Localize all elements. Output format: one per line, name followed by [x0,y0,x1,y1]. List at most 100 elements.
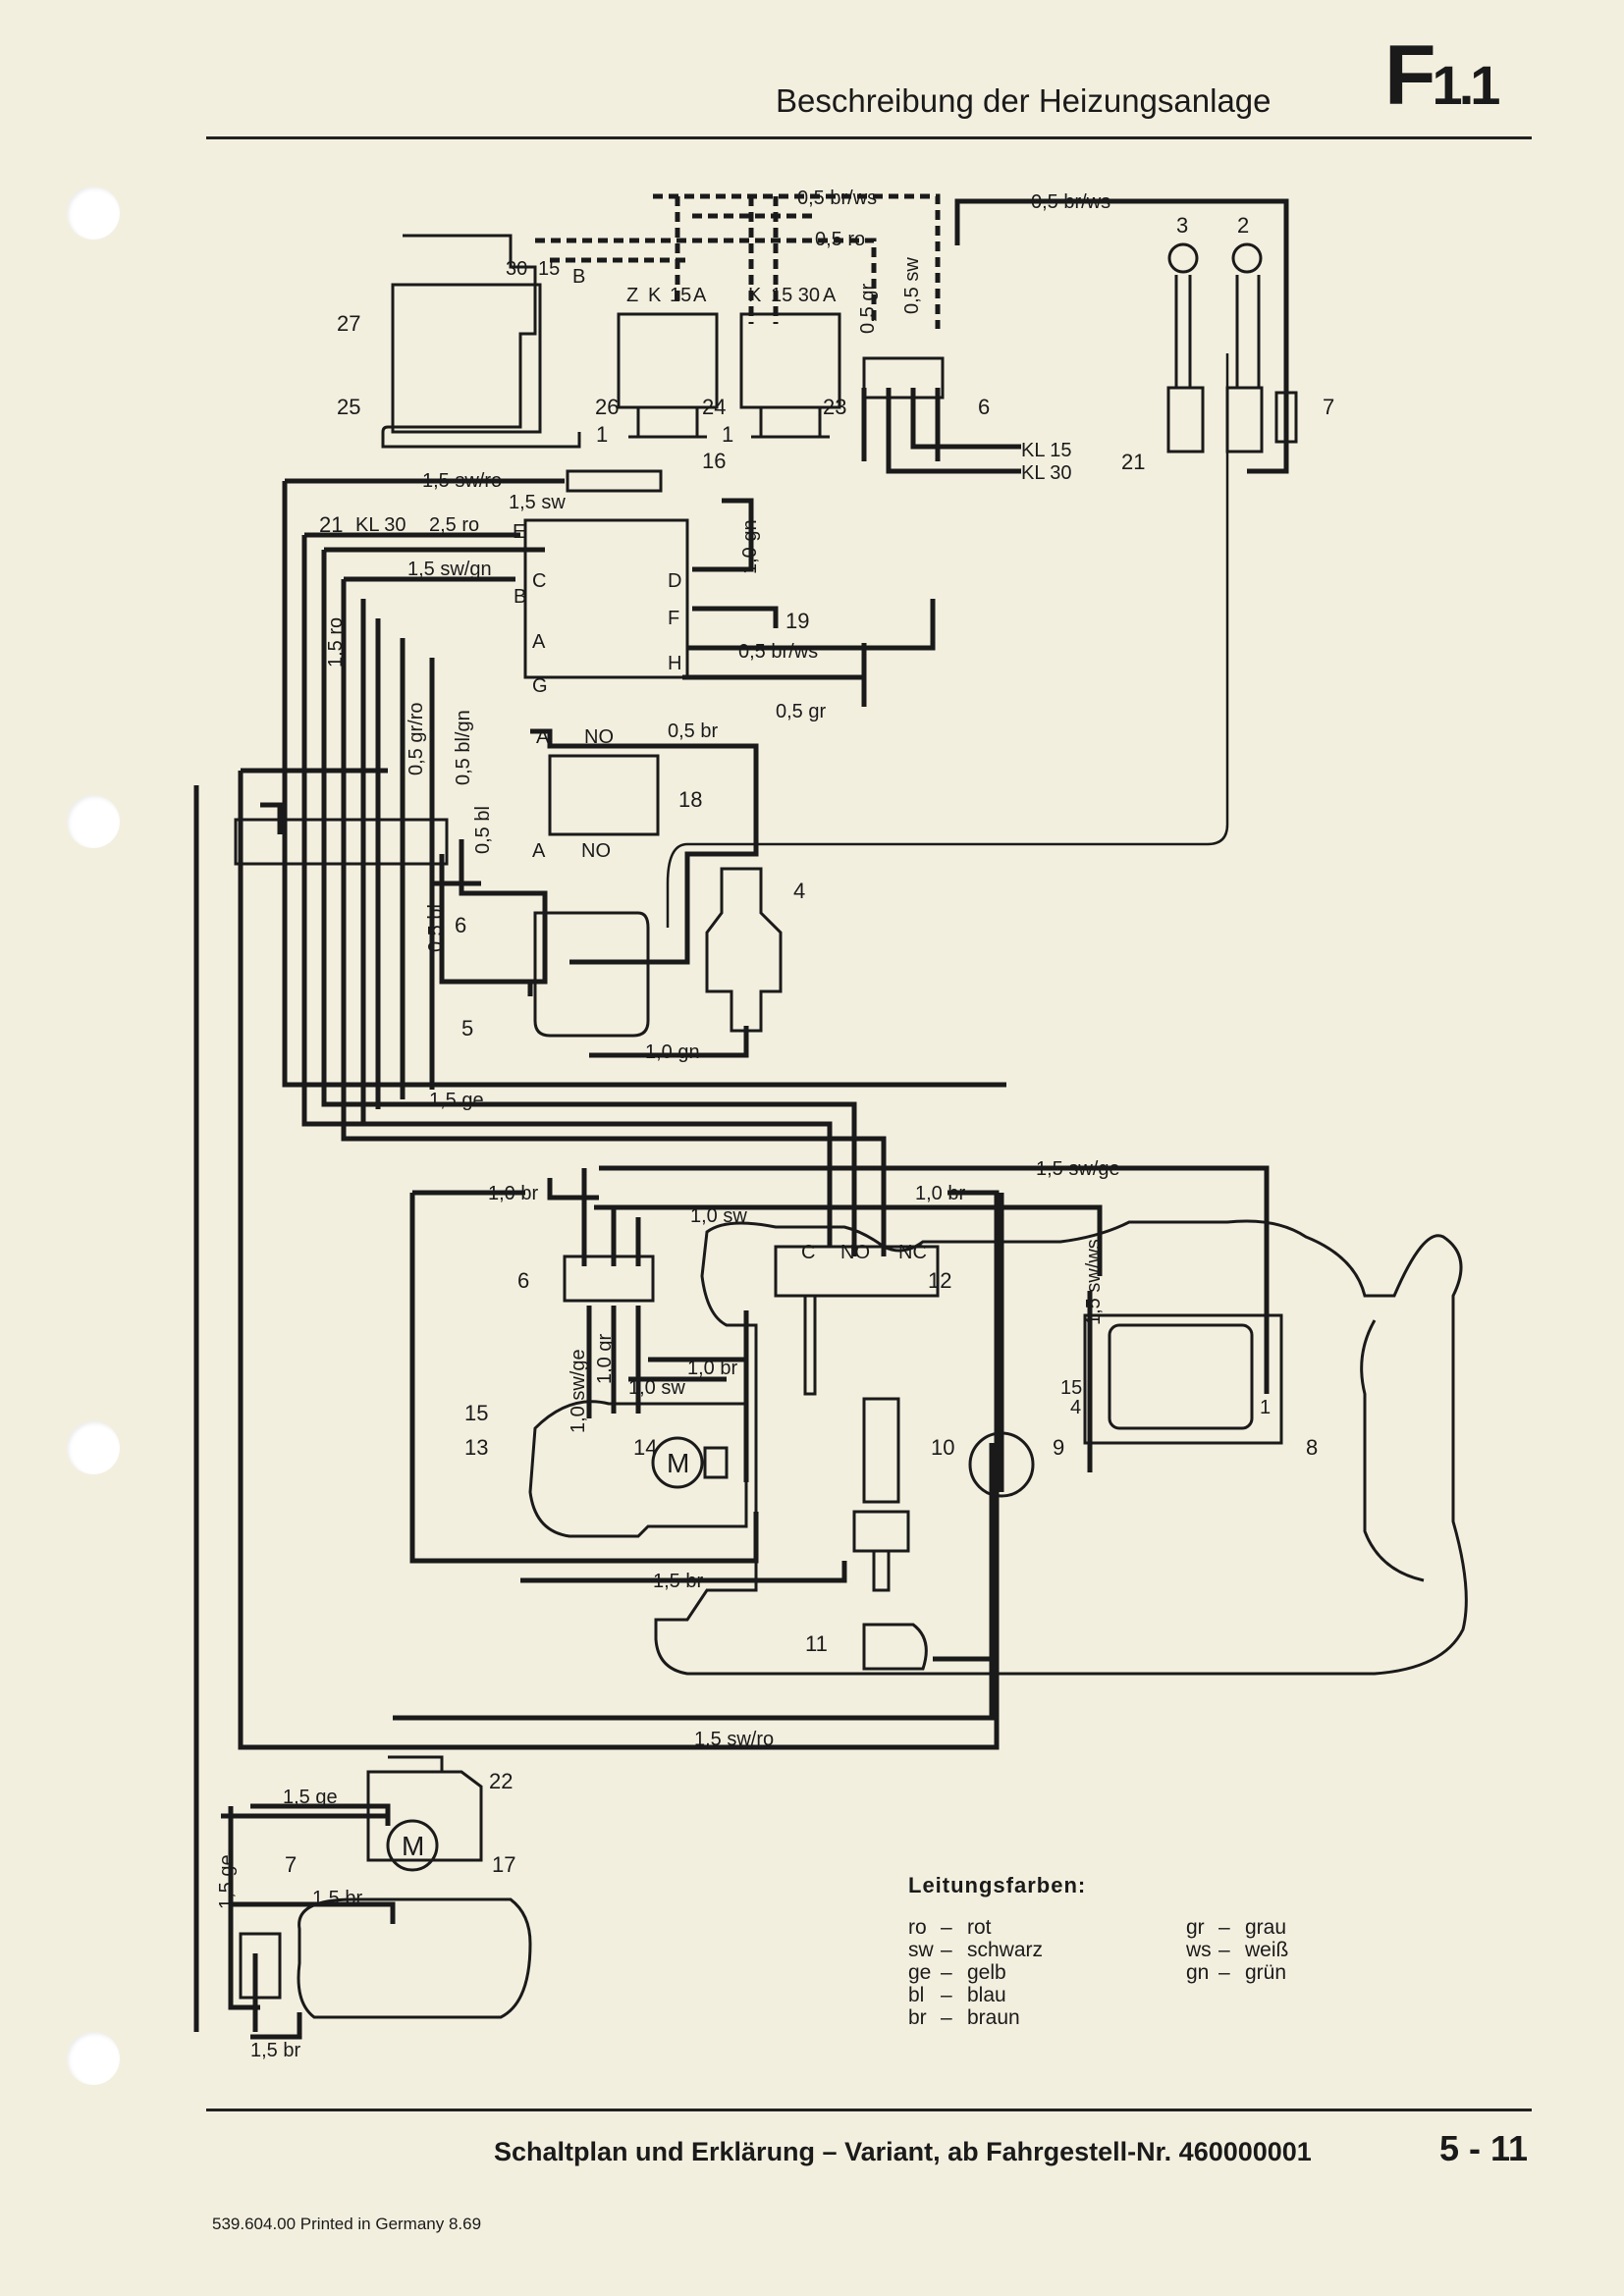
terminal-label: K [648,285,662,306]
legend-name: grau [1245,1916,1287,1939]
footer-rule [206,2109,1532,2111]
part-number: 3 [1176,213,1188,238]
terminal-label: KL 15 [1021,440,1072,461]
part-number: 17 [492,1852,515,1877]
terminal-label: 1 [1260,1397,1271,1418]
legend-name: gelb [967,1961,1006,1984]
terminal-label: B [572,266,585,288]
part-number: 4 [793,879,805,903]
wire-label: 0,5 gr [776,701,826,722]
terminal-label: A [532,840,546,862]
wire-label: 1,5 ro [325,617,347,667]
punch-hole [67,795,120,848]
section-letter: F [1384,28,1436,123]
page-title: Beschreibung der Heizungsanlage [776,82,1272,119]
terminal-label: K [748,285,762,306]
part-number: 6 [455,913,466,937]
wire-label: 1,0 sw [628,1377,685,1399]
terminal-label: H [668,653,681,674]
legend-code: sw [908,1939,934,1961]
part-number: 27 [337,311,360,336]
wire-label: 0,5 bl [472,806,494,854]
wire-label: 1,5 ge [429,1090,484,1111]
wire-label: 1,5 sw/ge [1036,1158,1120,1180]
wire-label: 1,0 gr [594,1334,616,1384]
wire-label: 1,5 sw/gn [407,559,492,580]
terminal-label: 4 [1070,1397,1081,1418]
wire-label: 1,5 sw/ro [694,1729,774,1750]
wire-label: 0,5 bl/gn [453,710,474,785]
terminal-label: NO [584,726,614,748]
terminal-label: C [532,570,546,592]
wire-label: 1,5 sw/ro [422,470,502,492]
terminal-label: 15 [670,285,691,306]
part-number: 18 [678,787,702,812]
legend-code: gn [1186,1961,1210,1984]
terminal-label: A [536,726,550,748]
legend-dash: – [941,1984,952,2006]
terminal-label: A [693,285,707,306]
wire-label: 0,5 br/ws [1031,191,1110,213]
wire-label: 0,5 bl [425,904,447,952]
legend-dash: – [941,1939,952,1961]
legend-dash: – [1218,1939,1230,1961]
footer-caption: Schaltplan und Erklärung – Variant, ab F… [494,2137,1312,2166]
header-rule [206,136,1532,139]
page-number: 5 - 11 [1439,2128,1529,2168]
wire-label: 1,0 sw/ge [568,1349,589,1433]
wire-label: 1,5 ge [216,1854,238,1909]
part-number: 9 [1053,1435,1064,1460]
legend-code: ro [908,1916,927,1939]
legend-dash: – [941,2006,952,2029]
legend-dash: – [1218,1961,1230,1984]
wire-label: 0,5 br/ws [738,641,818,663]
terminal-label: KL 30 [355,514,406,536]
legend-name: rot [967,1916,992,1939]
wire-label: 1,5 br [250,2040,300,2061]
punch-hole [67,2032,120,2085]
terminal-label: NO [581,840,611,862]
legend-name: grün [1245,1961,1287,1984]
wire-label: 1,5 ge [283,1787,338,1808]
wire-label: 0,5 br [668,721,718,742]
terminal-label: A [823,285,837,306]
legend-dash: – [941,1916,952,1939]
part-number: 11 [805,1631,828,1656]
terminal-label: KL 30 [1021,462,1072,484]
terminal-label: D [668,570,681,592]
legend-dash: – [1218,1916,1230,1939]
wire-label: 1,0 gn [739,519,761,574]
terminal-label: G [532,675,548,697]
wire-label: 0,5 ro [815,229,865,250]
part-number: 13 [464,1435,488,1460]
part-number: 6 [978,395,990,419]
terminal-label: 15 [1060,1377,1082,1399]
wire-label: 1,5 br [312,1888,362,1909]
part-number: 21 [1121,450,1145,474]
wire-label: 1,5 sw [509,492,566,513]
wire-label: 2,5 ro [429,514,479,536]
part-number: 10 [931,1435,954,1460]
wire-label: 1,0 br [687,1358,737,1379]
part-number: 6 [517,1268,529,1293]
part-number: 16 [702,449,726,473]
terminal-label: E [513,521,525,543]
wire-label: 0,5 sw [901,257,923,314]
terminal-label: Z [626,285,638,306]
part-number: 14 [633,1435,657,1460]
motor-symbol-17: M [402,1831,424,1861]
terminal-label: 30 [506,258,527,280]
wire-label: 0,5 gr [857,284,879,334]
wire-label: 1,0 br [915,1183,965,1204]
terminal-label: F [668,608,679,629]
part-number: 25 [337,395,360,419]
part-number: 5 [461,1016,473,1041]
legend-name: schwarz [967,1939,1044,1961]
part-number: 1 [596,422,608,447]
terminal-label: C [801,1242,815,1263]
legend-code: bl [908,1984,925,2006]
wire-label: 1,0 sw [690,1205,747,1227]
legend-title: Leitungsfarben: [908,1873,1087,1897]
part-number: 22 [489,1769,513,1793]
